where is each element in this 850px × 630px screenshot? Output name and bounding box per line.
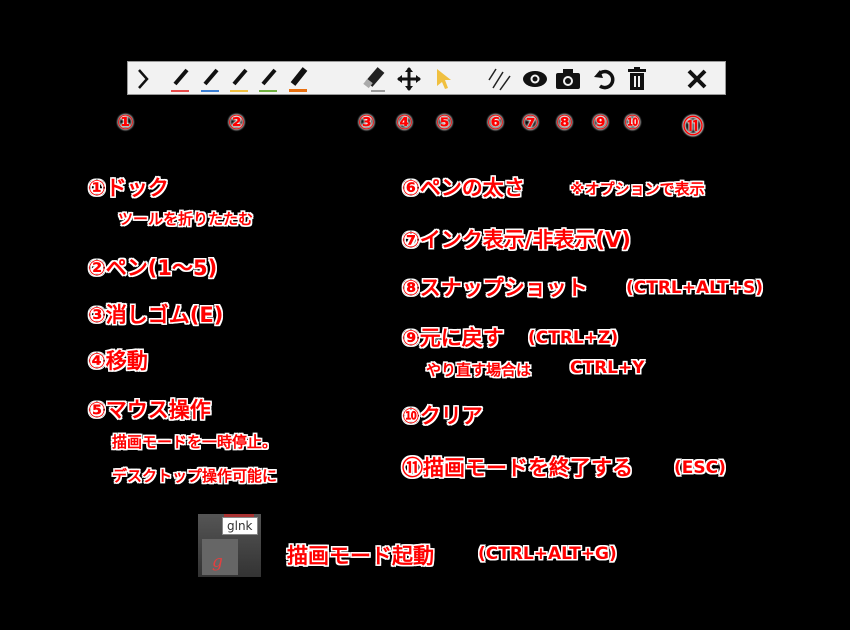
tooltip: glnk: [222, 517, 258, 535]
mouse-desc-1: 描画モードを一時停止。: [112, 433, 278, 451]
dock-desc: ツールを折りたたむ: [118, 210, 254, 228]
launch-key: (CTRL+ALT+G): [478, 544, 617, 564]
callout-10: ⑩: [624, 110, 641, 134]
width-label: ⑥ペンの太さ: [402, 176, 525, 200]
exit-key: (ESC): [674, 458, 726, 478]
highlighter-icon[interactable]: [284, 62, 314, 96]
callout-3: ③: [358, 110, 375, 134]
mouse-label: ⑤マウス操作: [88, 398, 211, 422]
mouse-desc-2: デスクトップ操作可能に: [112, 467, 278, 485]
move-icon[interactable]: [394, 62, 424, 96]
snapshot-key: (CTRL+ALT+S): [626, 278, 764, 298]
undo-icon[interactable]: [590, 62, 620, 96]
callout-4: ④: [396, 110, 413, 134]
app-launch-thumbnail[interactable]: g glnk: [198, 514, 261, 577]
pen-icon[interactable]: [254, 62, 284, 96]
eye-icon[interactable]: [520, 62, 550, 96]
eraser-label: ③消しゴム(E): [88, 303, 224, 327]
callout-7: ⑦: [522, 110, 539, 134]
callout-11: ⑪: [683, 114, 703, 138]
callout-2: ②: [228, 110, 245, 134]
callout-8: ⑧: [556, 110, 573, 134]
pen-label: ②ペン(1～5): [88, 256, 218, 280]
redo-label: やり直す場合は: [426, 361, 532, 379]
dock-label: ①ドック: [88, 176, 169, 200]
app-icon: g: [212, 552, 223, 572]
chevron-right-icon[interactable]: [128, 62, 158, 96]
toolbar: [127, 61, 726, 95]
redo-key: CTRL+Y: [570, 358, 645, 378]
callout-9: ⑨: [592, 110, 609, 134]
ink-label: ⑦インク表示/非表示(V): [402, 228, 631, 252]
pen-icon[interactable]: [196, 62, 226, 96]
move-label: ④移動: [88, 349, 148, 373]
pen-icon[interactable]: [225, 62, 255, 96]
undo-label: ⑨元に戻す: [402, 326, 504, 350]
pen-icon[interactable]: [166, 62, 196, 96]
camera-icon[interactable]: [553, 62, 583, 96]
clear-label: ⑩クリア: [402, 404, 483, 428]
callout-5: ⑤: [436, 110, 453, 134]
launch-label: 描画モード起動: [287, 544, 434, 568]
eraser-icon[interactable]: [360, 62, 390, 96]
pointer-icon[interactable]: [429, 62, 459, 96]
trash-icon[interactable]: [622, 62, 652, 96]
undo-key: (CTRL+Z): [528, 328, 619, 348]
snapshot-label: ⑧スナップショット: [402, 276, 588, 300]
callout-1: ①: [117, 110, 134, 134]
callout-6: ⑥: [487, 110, 504, 134]
stroke-width-icon[interactable]: [484, 62, 514, 96]
close-icon[interactable]: [682, 62, 712, 96]
exit-label: ⑪描画モードを終了する: [402, 456, 633, 480]
width-note: ※オプションで表示: [570, 180, 705, 198]
